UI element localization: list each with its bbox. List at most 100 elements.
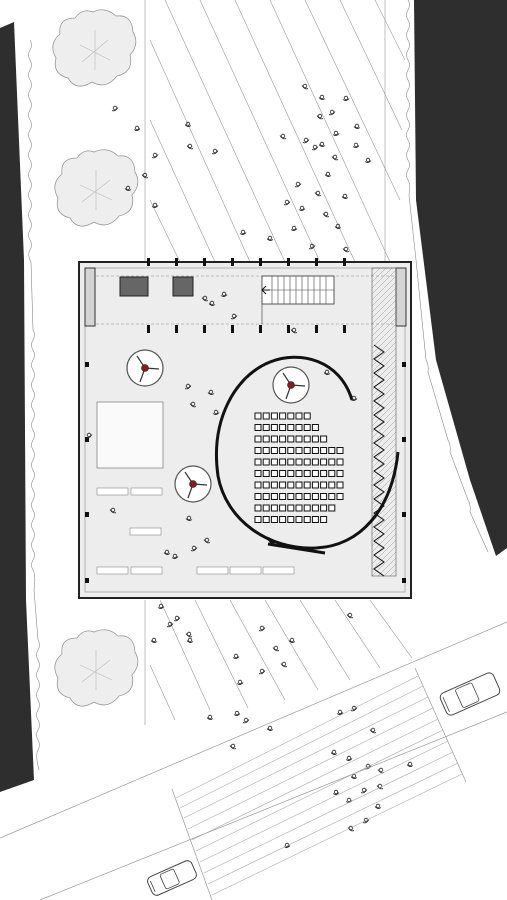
person — [350, 773, 358, 779]
seat — [295, 412, 303, 420]
person — [347, 825, 355, 832]
seat — [270, 470, 278, 477]
seat — [270, 435, 278, 443]
seat — [270, 516, 278, 523]
seat — [328, 481, 336, 489]
seat — [262, 470, 270, 477]
seat — [311, 435, 319, 443]
seat — [311, 424, 319, 431]
seat — [311, 493, 319, 500]
person — [173, 615, 181, 622]
person — [341, 193, 349, 199]
seat — [270, 504, 278, 512]
person — [109, 507, 117, 514]
seat — [287, 470, 295, 477]
seat — [279, 435, 287, 443]
seat — [328, 493, 336, 500]
person — [230, 313, 238, 320]
person — [350, 705, 358, 712]
person — [346, 612, 354, 619]
person — [360, 787, 368, 794]
seat — [254, 516, 262, 523]
person — [353, 123, 361, 129]
person — [345, 797, 353, 803]
posts — [85, 258, 406, 583]
seat — [303, 435, 311, 443]
person — [290, 327, 298, 334]
seat — [295, 458, 303, 466]
seat — [262, 481, 270, 489]
seat — [262, 447, 270, 454]
person — [290, 225, 298, 231]
car-2 — [147, 860, 197, 896]
person — [302, 137, 310, 144]
person — [294, 181, 302, 188]
person — [184, 383, 192, 390]
person — [203, 537, 211, 544]
person — [211, 148, 219, 155]
person — [308, 243, 316, 250]
person — [336, 709, 344, 715]
person — [166, 621, 174, 628]
person — [272, 645, 280, 652]
seat — [262, 435, 270, 443]
trees — [52, 9, 139, 707]
person — [266, 725, 274, 731]
seat — [320, 458, 328, 466]
person — [322, 211, 330, 218]
seat — [303, 424, 311, 431]
person — [362, 817, 370, 824]
seat — [270, 458, 278, 466]
person — [190, 545, 198, 552]
person — [318, 94, 326, 100]
seat — [336, 481, 344, 489]
seat — [328, 458, 336, 466]
zigzag-right — [373, 344, 385, 577]
person — [350, 395, 358, 401]
seat — [295, 470, 303, 477]
person — [151, 152, 159, 159]
stair-arrow — [261, 285, 270, 295]
seat — [311, 481, 319, 489]
person — [185, 631, 193, 638]
person — [157, 603, 165, 609]
person — [133, 125, 141, 131]
seat — [270, 493, 278, 500]
person — [233, 710, 241, 716]
seat — [254, 504, 262, 512]
person — [342, 95, 350, 101]
person — [201, 295, 209, 302]
person — [311, 144, 319, 151]
seat — [320, 516, 328, 523]
tree-3 — [54, 629, 139, 707]
seat — [287, 435, 295, 443]
person — [242, 717, 250, 724]
projection-screen — [96, 401, 164, 469]
seat — [279, 447, 287, 454]
building-right — [414, 0, 507, 556]
person — [141, 172, 149, 179]
seat — [287, 447, 295, 454]
person — [220, 291, 228, 297]
seat — [279, 458, 287, 466]
seat — [254, 435, 262, 443]
seat — [311, 516, 319, 523]
seat — [279, 504, 287, 512]
person — [298, 205, 306, 211]
seat — [336, 447, 344, 454]
person — [364, 157, 372, 163]
seat — [311, 504, 319, 512]
seat — [279, 516, 287, 523]
seat — [262, 412, 270, 420]
seat — [270, 424, 278, 431]
person — [283, 199, 291, 206]
person — [330, 749, 338, 755]
person — [151, 202, 159, 208]
person — [318, 141, 326, 147]
seat — [320, 481, 328, 489]
seat — [254, 481, 262, 489]
seat — [279, 481, 287, 489]
person — [288, 637, 296, 643]
seat — [320, 435, 328, 443]
